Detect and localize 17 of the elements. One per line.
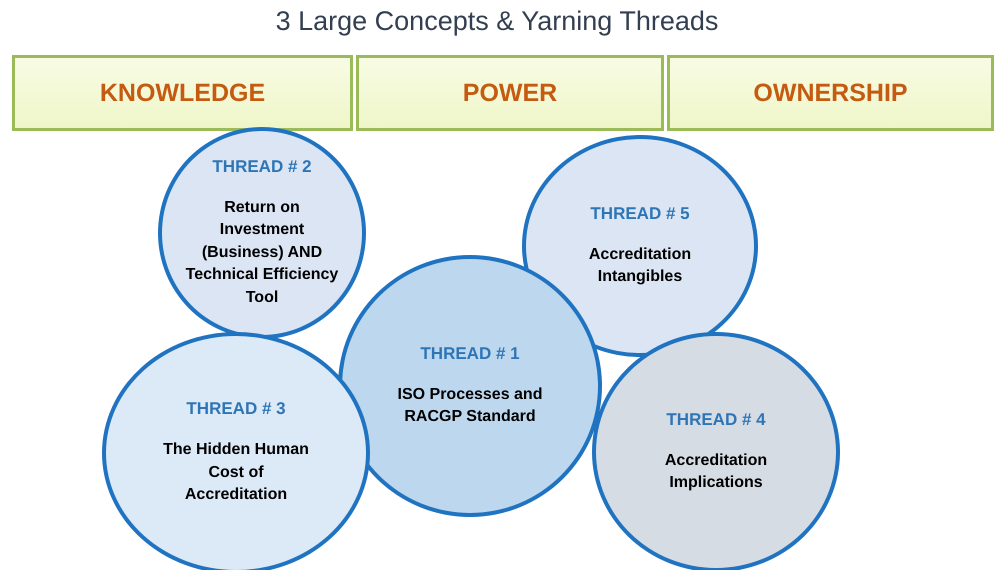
thread-heading: THREAD # 1 (420, 344, 520, 364)
concept-banner (12, 55, 353, 131)
concept-heading: POWER (462, 78, 558, 108)
thread-description: Accreditation Implications (664, 450, 768, 493)
thread-description: ISO Processes and RACGP Standard (396, 384, 544, 427)
concept-banner (356, 55, 664, 131)
thread-heading: THREAD # 3 (186, 399, 286, 420)
thread-heading: THREAD # 2 (212, 157, 312, 178)
concept-heading: KNOWLEDGE (100, 78, 266, 108)
thread-description: Return on Investment (Business) AND Technical Efficiency Tool (184, 198, 340, 308)
concept-heading: OWNERSHIP (753, 78, 908, 108)
thread-heading: THREAD # 4 (666, 410, 766, 430)
diagram-title: 3 Large Concepts & Yarning Threads (274, 6, 720, 37)
thread-description: Accreditation Intangibles (588, 244, 692, 287)
thread-heading: THREAD # 5 (590, 204, 690, 224)
concept-banner (667, 55, 994, 131)
thread-description: The Hidden Human Cost of Accreditation (162, 440, 310, 506)
